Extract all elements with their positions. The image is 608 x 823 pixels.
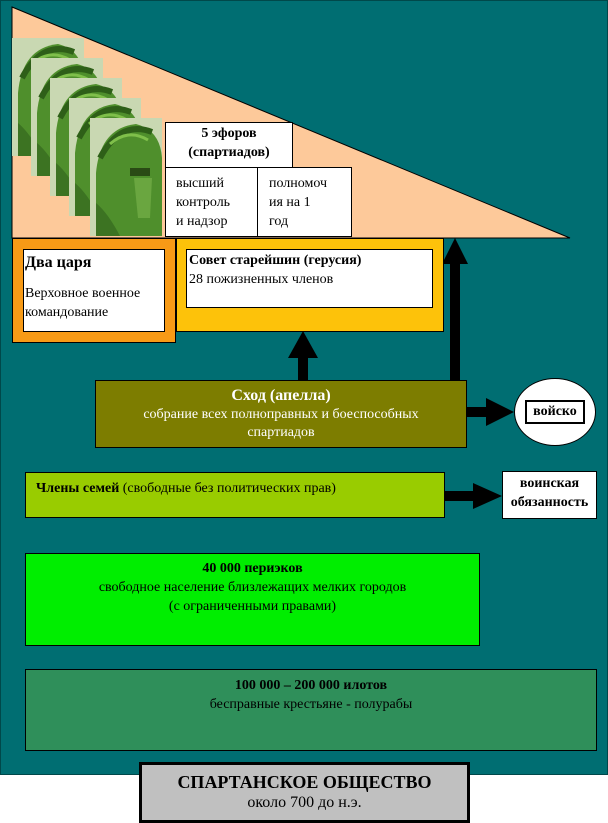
arrow-up-ephors-head [442, 238, 468, 264]
helots-box: 100 000 – 200 000 илотов бесправные крес… [25, 669, 597, 751]
families-title: Члены семей [36, 481, 120, 496]
perioeci-title: 40 000 периэков [202, 561, 303, 576]
arrow-up-ephors-shaft [450, 262, 460, 380]
arrow-right-duty-shaft [445, 491, 475, 501]
arrow-right-duty-head [473, 483, 502, 509]
kings-desc-line2: командование [25, 305, 109, 320]
perioeci-desc-line2: (с ограниченными правами) [168, 599, 337, 614]
perioeci-box: 40 000 периэков свободное население близ… [25, 553, 480, 646]
ephors-duty-box: высший контроль и надзор [165, 167, 258, 237]
arrow-right-army-head [486, 398, 514, 426]
arrow-up-gerousia-shaft [298, 356, 308, 380]
caption-box: СПАРТАНСКОЕ ОБЩЕСТВО около 700 до н.э. [139, 762, 470, 823]
military-duty-line2: обязанность [510, 495, 589, 510]
ephors-term-line1: полномоч [269, 176, 328, 191]
ephors-duty-line3: и надзор [176, 214, 228, 229]
apella-desc-line2: спартиадов [247, 425, 315, 440]
ephors-term-line2: ия на 1 [269, 195, 311, 210]
ephors-title-line1: 5 эфоров [201, 126, 257, 141]
gerousia-title: Совет старейшин (герусия) [189, 253, 362, 268]
apella-box: Сход (апелла) собрание всех полноправных… [95, 380, 467, 448]
kings-box: Два царя Верховное военное командование [23, 249, 165, 332]
families-desc: (свободные без политических прав) [119, 481, 336, 496]
army-box: войско [525, 400, 585, 424]
helots-title: 100 000 – 200 000 илотов [234, 678, 388, 693]
apella-desc-line1: собрание всех полноправных и боеспособны… [143, 407, 419, 422]
army-label: войско [533, 404, 577, 419]
military-duty-box: воинская обязанность [502, 471, 597, 519]
caption-subtitle: около 700 до н.э. [247, 794, 362, 811]
gerousia-box: Совет старейшин (герусия) 28 пожизненных… [186, 249, 433, 308]
families-box: Члены семей (свободные без политических … [25, 472, 445, 518]
ephors-duty-line1: высший [176, 176, 224, 191]
perioeci-desc-line1: свободное население близлежащих мелких г… [98, 580, 407, 595]
ephors-title-line2: (спартиадов) [188, 145, 270, 160]
arrow-right-army-shaft [466, 407, 488, 417]
apella-title: Сход (апелла) [231, 387, 331, 404]
ephors-duty-line2: контроль [176, 195, 231, 210]
spartan-helmet-image [12, 38, 164, 238]
arrow-up-gerousia-head [288, 331, 318, 358]
gerousia-desc: 28 пожизненных членов [189, 272, 334, 287]
helots-desc: бесправные крестьяне - полурабы [209, 697, 413, 712]
kings-desc-line1: Верховное военное [25, 286, 141, 301]
ephors-term-box: полномоч ия на 1 год [257, 167, 352, 237]
kings-title: Два царя [25, 254, 92, 271]
ephors-title-box: 5 эфоров (спартиадов) [165, 122, 293, 168]
caption-title: СПАРТАНСКОЕ ОБЩЕСТВО [177, 772, 432, 792]
military-duty-line1: воинская [519, 476, 580, 491]
ephors-term-line3: год [269, 214, 289, 229]
